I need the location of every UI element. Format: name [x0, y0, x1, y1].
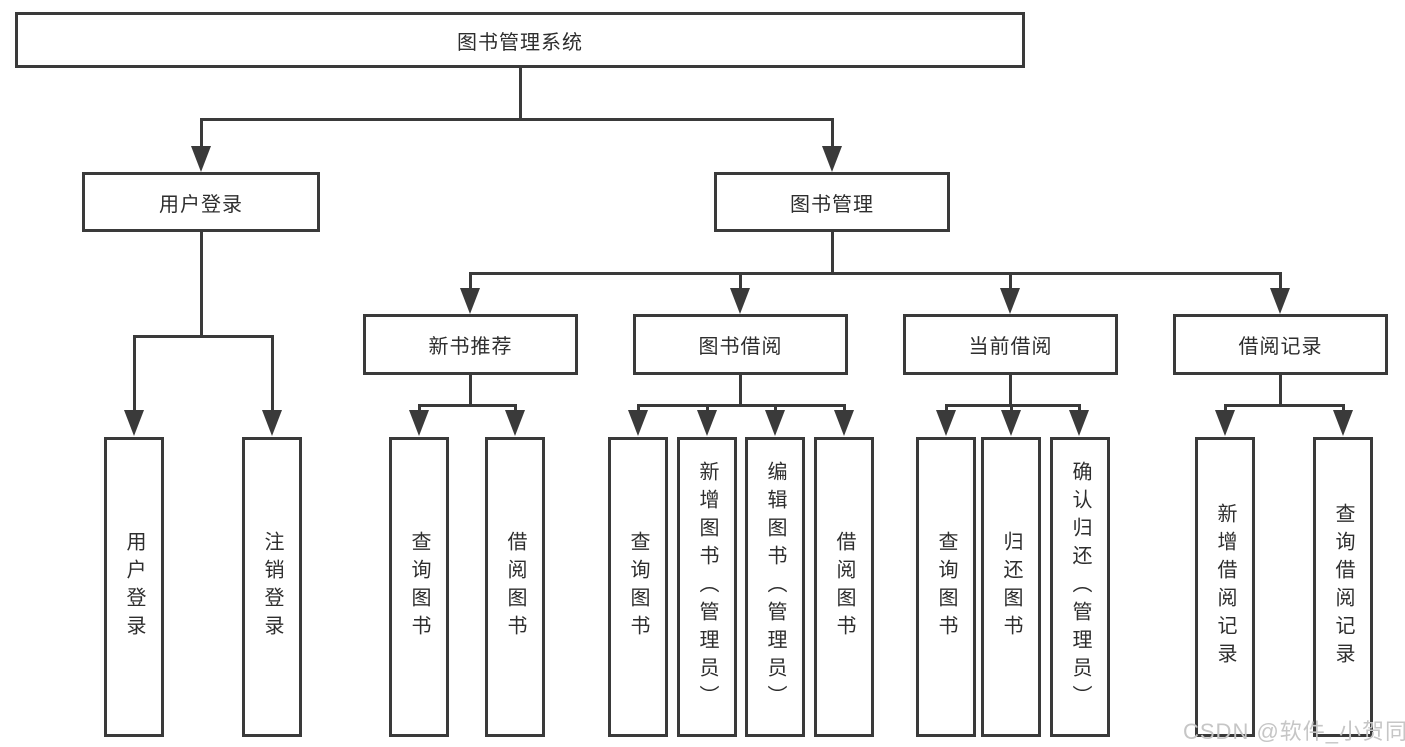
connector-stub — [739, 375, 742, 407]
leaf-label: 借阅图书 — [833, 531, 855, 643]
connector-branch — [1224, 404, 1344, 407]
leaf-confirm-return-admin: 确认归还（管理员） — [1050, 437, 1110, 737]
connector-shaft — [271, 335, 274, 413]
leaf-label: 新增图书（管理员） — [696, 461, 718, 713]
leaf-add-borrow-record: 新增借阅记录 — [1195, 437, 1255, 737]
leaf-label: 归还图书 — [1000, 531, 1022, 643]
connector-shaft — [469, 272, 472, 290]
connector-shaft — [843, 404, 846, 414]
leaf-label: 查询借阅记录 — [1332, 503, 1354, 671]
node-library-management-system: 图书管理系统 — [15, 12, 1025, 68]
arrowhead-down — [834, 410, 854, 436]
node-label: 用户登录 — [159, 193, 243, 216]
leaf-label: 查询图书 — [627, 531, 649, 643]
connector-shaft — [1279, 272, 1282, 290]
node-label: 图书管理 — [790, 193, 874, 216]
leaf-logout: 注销登录 — [242, 437, 302, 737]
leaf-add-books-admin: 新增图书（管理员） — [677, 437, 737, 737]
connector-shaft — [739, 272, 742, 290]
connector-shaft — [945, 404, 948, 414]
arrowhead-down — [191, 146, 211, 172]
leaf-label: 用户登录 — [123, 531, 145, 643]
node-label: 图书借阅 — [698, 336, 783, 358]
connector-shaft — [1078, 404, 1081, 414]
leaf-borrow-books-recommend: 借阅图书 — [485, 437, 545, 737]
connector-stub — [469, 375, 472, 407]
leaf-query-books-current: 查询图书 — [916, 437, 976, 737]
node-label: 当前借阅 — [968, 336, 1053, 358]
connector-shaft — [418, 404, 421, 414]
leaf-query-borrow-record: 查询借阅记录 — [1313, 437, 1373, 737]
arrowhead-down — [1001, 410, 1021, 436]
arrowhead-down — [765, 410, 785, 436]
arrowhead-down — [628, 410, 648, 436]
connector-branch — [418, 404, 516, 407]
connector-shaft — [1010, 404, 1013, 414]
arrowhead-down — [409, 410, 429, 436]
arrowhead-down — [460, 288, 480, 314]
connector-bookmgmt-stub — [831, 232, 834, 274]
connector-shaft — [637, 404, 640, 414]
leaf-label: 新增借阅记录 — [1214, 503, 1236, 671]
node-book-management: 图书管理 — [714, 172, 950, 232]
leaf-user-login: 用户登录 — [104, 437, 164, 737]
arrowhead-down — [505, 410, 525, 436]
node-borrowing-records: 借阅记录 — [1173, 314, 1388, 375]
arrowhead-down — [1270, 288, 1290, 314]
node-book-borrowing: 图书借阅 — [633, 314, 848, 375]
leaf-edit-books-admin: 编辑图书（管理员） — [745, 437, 805, 737]
connector-shaft — [1342, 404, 1345, 414]
node-user-login: 用户登录 — [82, 172, 320, 232]
arrowhead-down — [730, 288, 750, 314]
leaf-label: 注销登录 — [261, 531, 283, 643]
connector-stub — [1009, 375, 1012, 407]
node-current-borrowing: 当前借阅 — [903, 314, 1118, 375]
node-label: 新书推荐 — [428, 336, 513, 358]
connector-shaft — [831, 118, 834, 150]
arrowhead-down — [697, 410, 717, 436]
connector-shaft — [706, 404, 709, 414]
leaf-return-books: 归还图书 — [981, 437, 1041, 737]
connector-branch — [945, 404, 1081, 407]
leaf-label: 借阅图书 — [504, 531, 526, 643]
connector-bookmgmt-branch — [469, 272, 1282, 275]
connector-shaft — [200, 118, 203, 150]
arrowhead-down — [1333, 410, 1353, 436]
connector-shaft — [133, 335, 136, 413]
node-new-book-recommendation: 新书推荐 — [363, 314, 578, 375]
arrowhead-down — [262, 410, 282, 436]
connector-branch — [637, 404, 845, 407]
leaf-query-books-borrow: 查询图书 — [608, 437, 668, 737]
connector-shaft — [1224, 404, 1227, 414]
leaf-label: 确认归还（管理员） — [1069, 461, 1091, 713]
connector-root-stub — [519, 68, 522, 120]
arrowhead-down — [1069, 410, 1089, 436]
connector-userlogin-branch — [133, 335, 274, 338]
arrowhead-down — [936, 410, 956, 436]
node-label: 图书管理系统 — [457, 31, 583, 54]
connector-stub — [1279, 375, 1282, 407]
leaf-query-books-recommend: 查询图书 — [389, 437, 449, 737]
connector-root-branch — [200, 118, 833, 121]
arrowhead-down — [1000, 288, 1020, 314]
connector-shaft — [1009, 272, 1012, 290]
leaf-label: 查询图书 — [408, 531, 430, 643]
node-label: 借阅记录 — [1238, 336, 1323, 358]
connector-userlogin-stub — [200, 232, 203, 338]
leaf-label: 查询图书 — [935, 531, 957, 643]
connector-shaft — [774, 404, 777, 414]
csdn-watermark: CSDN @软件_小贺同学 — [1183, 719, 1405, 744]
arrowhead-down — [822, 146, 842, 172]
arrowhead-down — [1215, 410, 1235, 436]
leaf-label: 编辑图书（管理员） — [764, 461, 786, 713]
connector-shaft — [514, 404, 517, 414]
leaf-borrow-books: 借阅图书 — [814, 437, 874, 737]
arrowhead-down — [124, 410, 144, 436]
